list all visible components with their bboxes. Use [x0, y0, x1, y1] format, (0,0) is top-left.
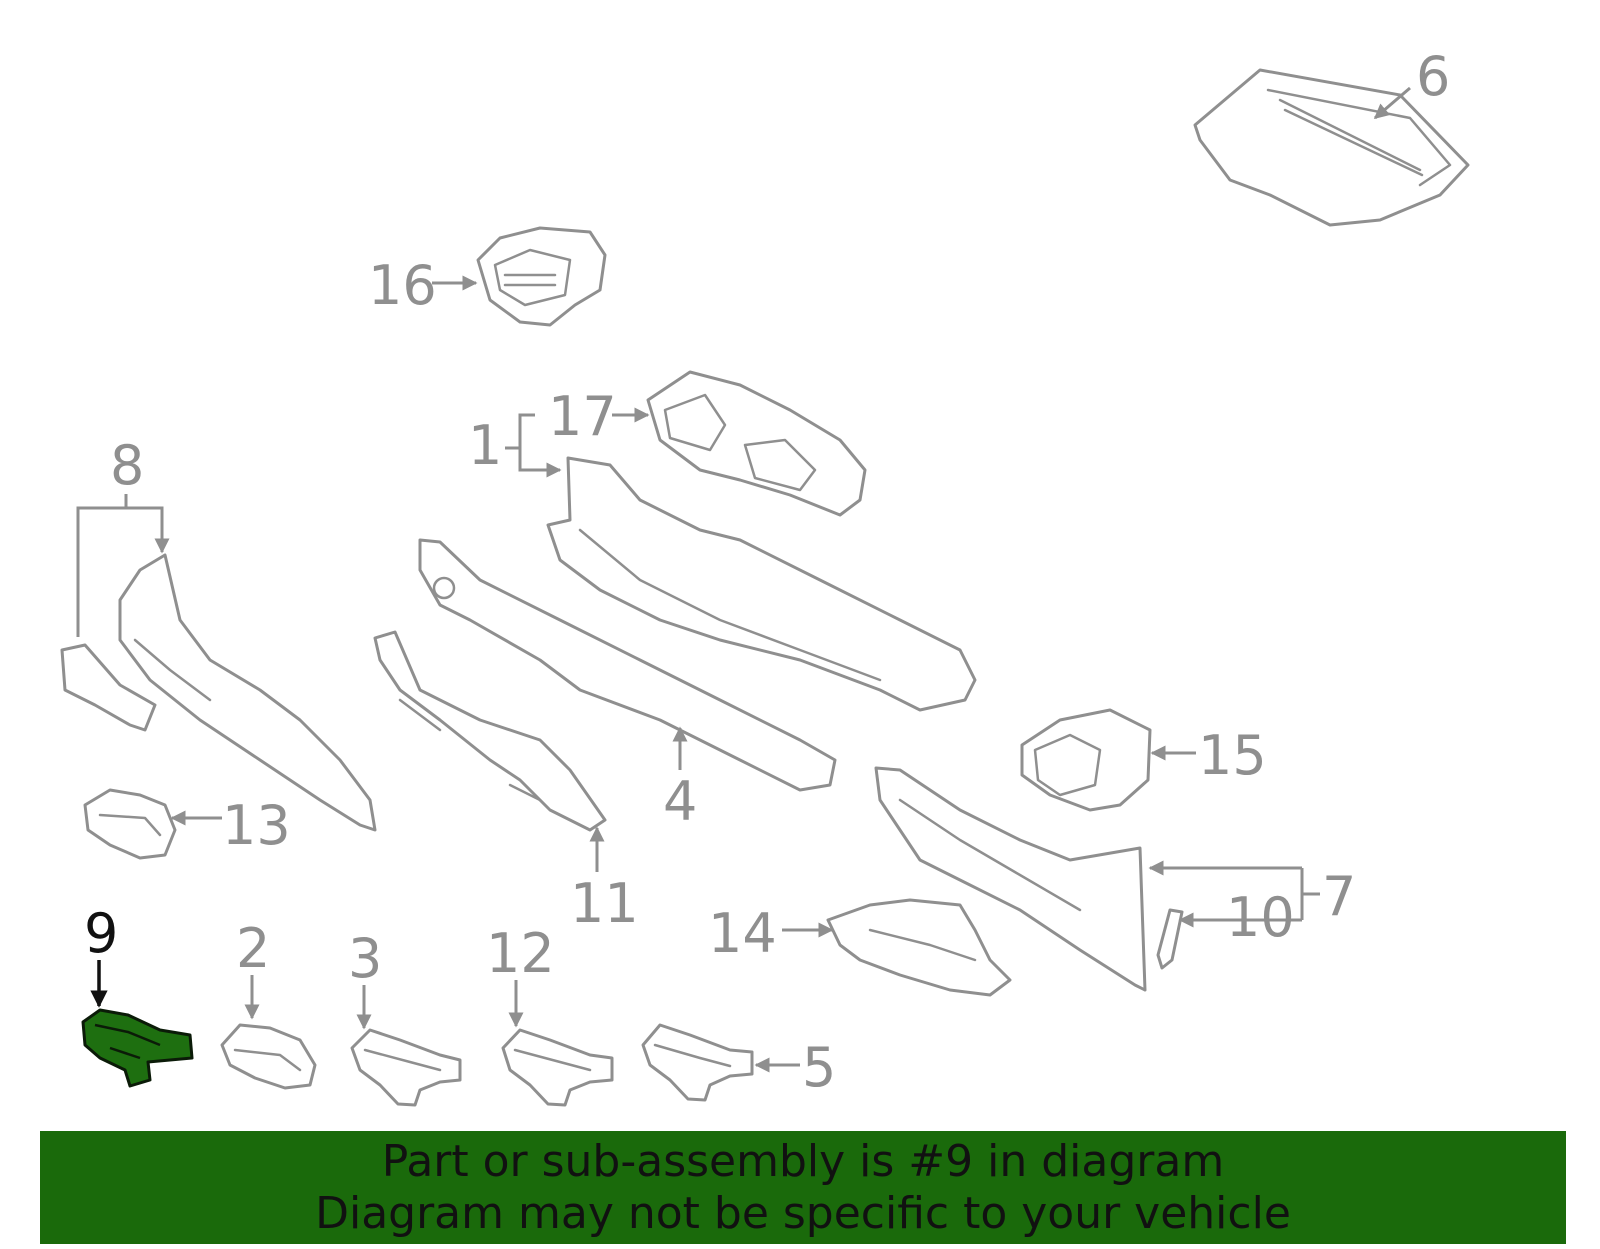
part-16-vent	[476, 226, 607, 327]
banner-line-1: Part or sub-assembly is #9 in diagram	[381, 1135, 1225, 1187]
part-2-clip	[220, 1023, 317, 1090]
callout-12: 12	[486, 922, 555, 985]
part-7-right-panel	[874, 766, 1147, 992]
part-4-trim-strip	[418, 538, 837, 792]
banner-line-2: Diagram may not be specific to your vehi…	[315, 1187, 1291, 1239]
callout-5: 5	[802, 1036, 836, 1099]
callout-7: 7	[1322, 865, 1356, 928]
callout-13: 13	[222, 794, 291, 857]
leader-lines	[76, 86, 1411, 1073]
info-banner: Part or sub-assembly is #9 in diagram Di…	[40, 1131, 1566, 1244]
callout-4: 4	[663, 770, 697, 833]
callout-15: 15	[1198, 724, 1267, 787]
part-3-clip	[350, 1028, 462, 1107]
callout-10: 10	[1226, 886, 1295, 949]
callout-11: 11	[570, 872, 639, 935]
part-15-vent	[1020, 708, 1152, 812]
callout-14: 14	[708, 902, 777, 965]
part-8-left-panel	[60, 553, 377, 832]
part-14-bracket	[826, 898, 1012, 997]
callout-6: 6	[1416, 45, 1450, 108]
callout-16: 16	[368, 254, 437, 317]
part-9-clip-highlighted	[81, 1008, 194, 1088]
callout-1: 1	[468, 414, 502, 477]
callout-17: 17	[548, 385, 617, 448]
part-12-clip	[501, 1028, 614, 1107]
part-17-vent	[646, 370, 867, 517]
part-10-pin	[1156, 908, 1184, 970]
callout-9: 9	[84, 902, 118, 965]
callout-3: 3	[348, 927, 382, 990]
part-1-dash-trim	[546, 456, 977, 712]
callout-8: 8	[110, 434, 144, 497]
part-5-clip	[641, 1023, 754, 1102]
callout-2: 2	[236, 917, 270, 980]
part-13-clip	[83, 788, 177, 860]
part-6-display-panel	[1193, 68, 1470, 227]
